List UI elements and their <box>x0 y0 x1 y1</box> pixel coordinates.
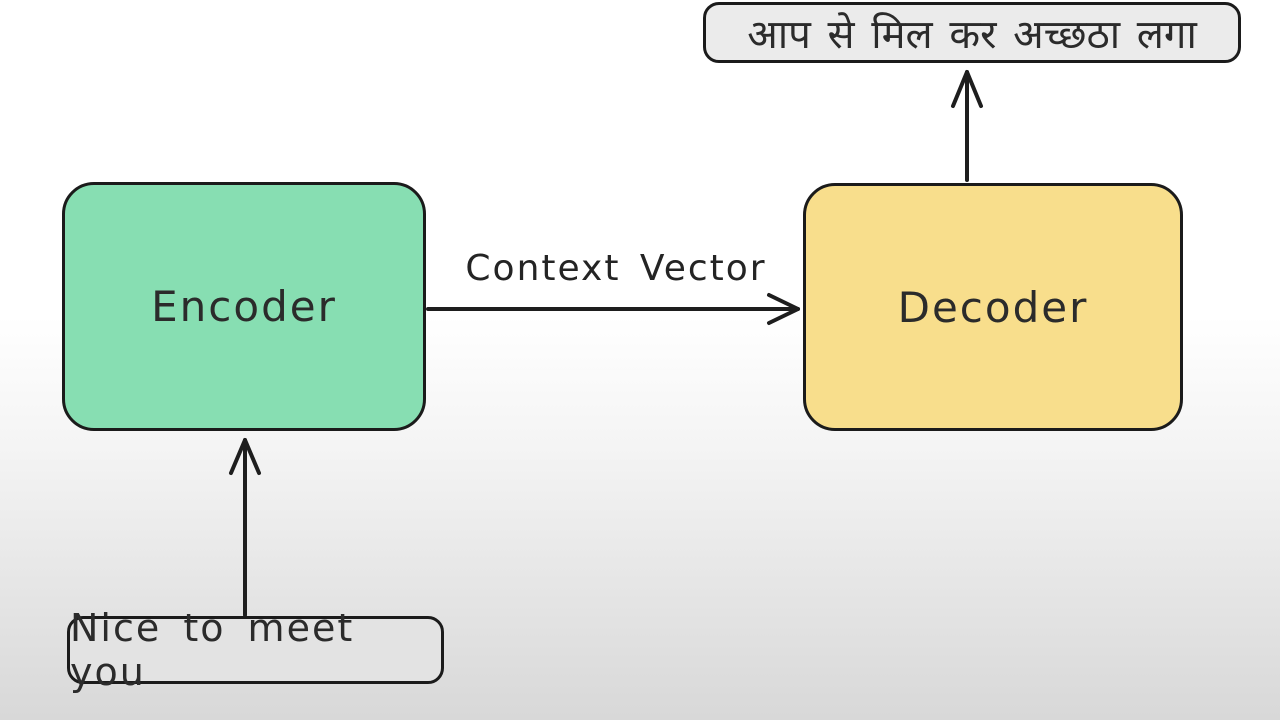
decoder-box: Decoder <box>803 183 1183 431</box>
output-sentence-box: आप से मिल कर अच्छठा लगा <box>703 2 1241 63</box>
decoder-to-output-arrow <box>951 70 983 182</box>
decoder-label: Decoder <box>897 282 1089 332</box>
context-vector-arrow <box>426 293 800 325</box>
encoder-label: Encoder <box>151 282 337 331</box>
input-to-encoder-arrow <box>229 438 261 617</box>
input-sentence-label: Nice to meet you <box>70 606 355 694</box>
encoder-box: Encoder <box>62 182 426 431</box>
input-sentence-box: Nice to meet you <box>67 606 444 694</box>
context-vector-label: Context Vector <box>465 248 767 289</box>
output-sentence-label: आप से मिल कर अच्छठा लगा <box>747 12 1197 58</box>
